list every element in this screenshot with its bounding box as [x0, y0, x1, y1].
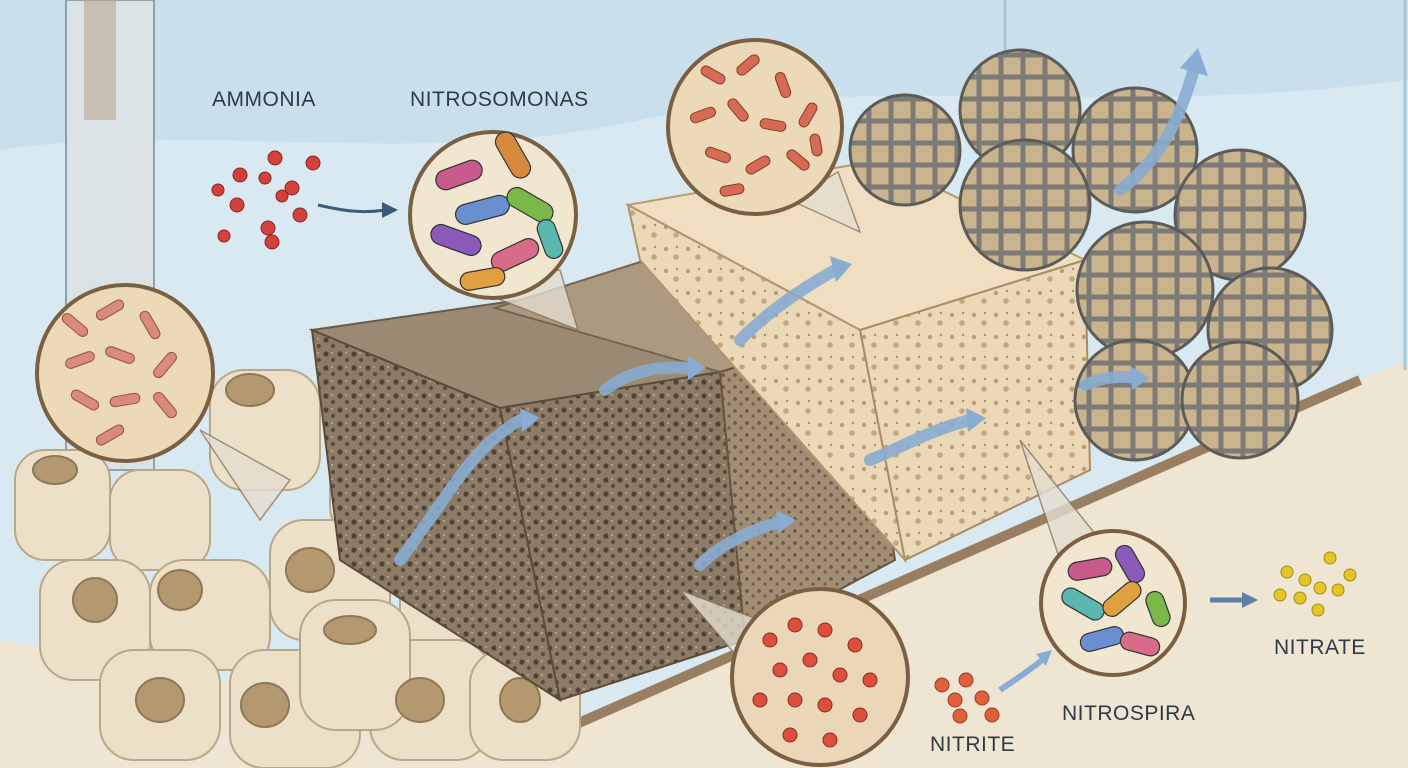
- bio-balls: [848, 48, 1334, 462]
- nitrosomonas-label: NITROSOMONAS: [410, 88, 589, 111]
- nitrate-particles: [1273, 551, 1357, 617]
- nitrite-label: NITRITE: [930, 733, 1016, 756]
- nitrate-label: NITRATE: [1274, 636, 1366, 659]
- nitrospira-magnifier: [1019, 439, 1187, 677]
- ammonia-label: AMMONIA: [212, 88, 316, 111]
- flow-arrow-heads: [520, 48, 1208, 534]
- nitrospira-label: NITROSPIRA: [1062, 702, 1196, 725]
- nitrite-arrow: [998, 657, 1044, 693]
- ammonia-arrow: [317, 203, 386, 214]
- nitrosomonas-magnifier: [408, 130, 580, 332]
- flow-arrows: [394, 59, 1201, 571]
- porous-block-magnifier: [666, 38, 862, 234]
- ammonia-particles: [211, 150, 321, 250]
- nitrite-particles: [934, 672, 1000, 724]
- nitrite-magnifier: [679, 587, 910, 767]
- ceramic-ring-magnifier: [35, 283, 292, 522]
